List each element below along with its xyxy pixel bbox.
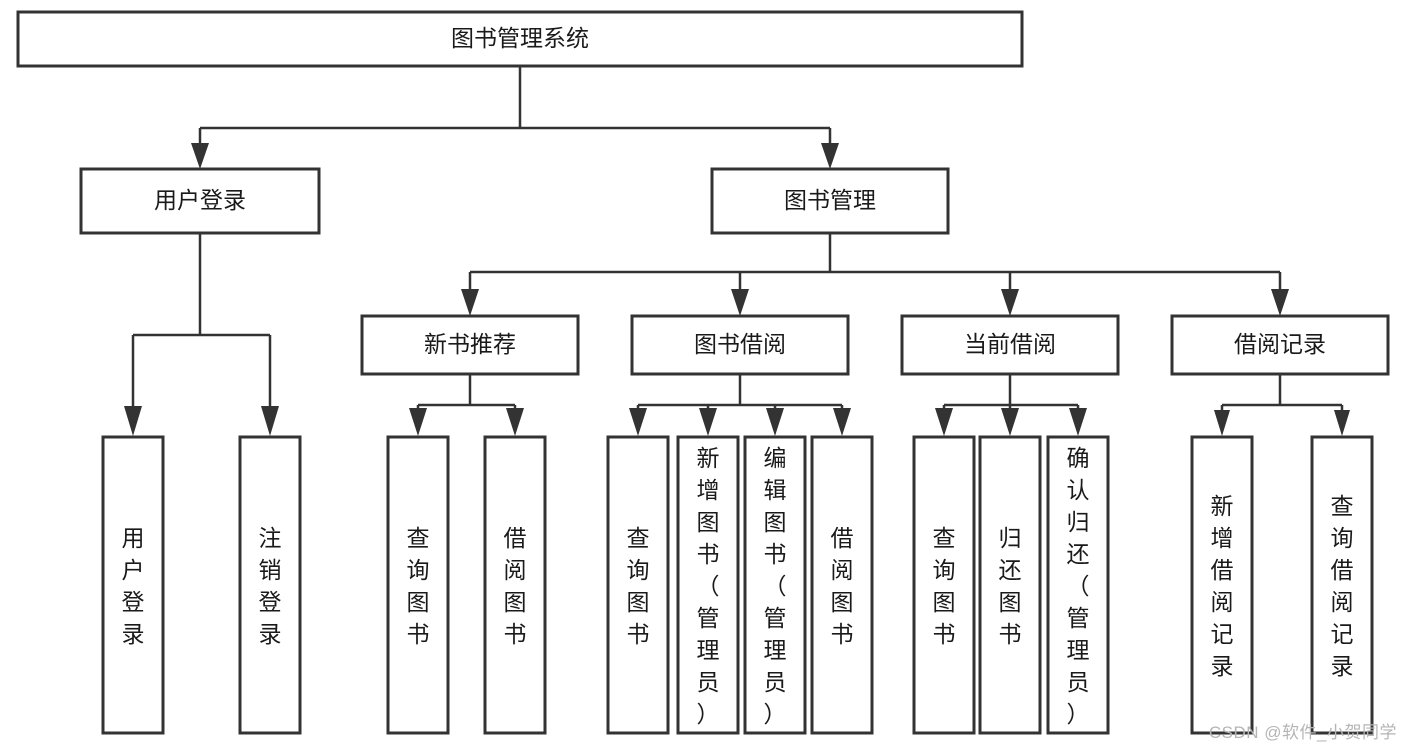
node-leaf-confirm-return-label: 确认归还（管理员） (1067, 445, 1090, 727)
arrow-head-leaf-edit-book (766, 408, 784, 436)
arrow-head-borrow-record (1271, 289, 1289, 316)
node-book-manage-label: 图书管理 (784, 187, 876, 213)
node-current-borrow-box[interactable] (900, 314, 1120, 376)
connector-group-current-borrow (935, 374, 1087, 436)
node-leaf-add-book-label: 新增图书（管理员） (697, 445, 720, 727)
node-leaf-borrow-book-1[interactable]: 借阅图书 (483, 435, 547, 735)
arrow-head-leaf-borrow-book-1 (506, 408, 524, 436)
node-leaf-add-book-box[interactable] (676, 435, 740, 735)
node-current-borrow-label: 当前借阅 (964, 331, 1056, 357)
node-book-borrow-label: 图书借阅 (694, 331, 786, 357)
node-leaf-confirm-return[interactable]: 确认归还（管理员） (1046, 435, 1110, 735)
node-leaf-query-book-3-box[interactable] (912, 435, 976, 735)
arrow-head-new-book-rec (461, 289, 479, 316)
connector-group-borrow-record (1214, 374, 1350, 436)
node-borrow-record-box[interactable] (1170, 314, 1390, 376)
arrow-head-leaf-return-book (1001, 408, 1019, 436)
node-leaf-query-book-2-label: 查询图书 (627, 525, 650, 647)
arrow-head-leaf-add-book (699, 408, 717, 436)
connector-group-root (191, 66, 839, 169)
node-leaf-borrow-book-2-box[interactable] (810, 435, 874, 735)
arrow-head-leaf-user-login (124, 406, 142, 436)
node-leaf-return-book-label: 归还图书 (999, 525, 1022, 647)
node-user-login-label: 用户登录 (154, 187, 246, 213)
node-leaf-edit-book-box[interactable] (743, 435, 807, 735)
node-book-manage[interactable]: 图书管理 (710, 167, 950, 235)
node-leaf-return-book[interactable]: 归还图书 (978, 435, 1042, 735)
node-leaf-confirm-return-box[interactable] (1046, 435, 1110, 735)
node-root[interactable]: 图书管理系统 (16, 10, 1024, 68)
node-leaf-borrow-book-2[interactable]: 借阅图书 (810, 435, 874, 735)
arrow-head-book-borrow (731, 289, 749, 316)
node-leaf-query-book-1[interactable]: 查询图书 (386, 435, 450, 735)
node-leaf-add-record[interactable]: 新增借阅记录 (1190, 435, 1254, 735)
node-book-borrow[interactable]: 图书借阅 (630, 314, 850, 376)
arrow-head-leaf-borrow-book-2 (833, 408, 851, 436)
node-leaf-query-book-3-label: 查询图书 (933, 525, 956, 647)
node-leaf-add-book[interactable]: 新增图书（管理员） (676, 435, 740, 735)
node-leaf-borrow-book-2-label: 借阅图书 (831, 525, 854, 647)
node-leaf-logout-label: 注销登录 (259, 525, 282, 647)
node-leaf-user-login-label: 用户登录 (122, 525, 145, 647)
node-borrow-record-label: 借阅记录 (1234, 331, 1326, 357)
node-leaf-query-book-1-box[interactable] (386, 435, 450, 735)
node-leaf-query-record-box[interactable] (1310, 435, 1374, 735)
node-root-label: 图书管理系统 (451, 25, 589, 51)
node-user-login[interactable]: 用户登录 (79, 167, 321, 235)
node-leaf-query-book-2[interactable]: 查询图书 (606, 435, 670, 735)
connector-group-user-login (124, 233, 279, 436)
node-current-borrow[interactable]: 当前借阅 (900, 314, 1120, 376)
node-new-book-rec[interactable]: 新书推荐 (360, 314, 580, 376)
node-leaf-return-book-box[interactable] (978, 435, 1042, 735)
connector-group-book-borrow (629, 374, 851, 436)
arrow-head-leaf-query-book-1 (409, 408, 427, 436)
node-leaf-user-login[interactable]: 用户登录 (101, 435, 165, 735)
node-leaf-add-record-label: 新增借阅记录 (1211, 493, 1234, 679)
node-leaf-query-record[interactable]: 查询借阅记录 (1310, 435, 1374, 735)
node-leaf-query-record-label: 查询借阅记录 (1331, 493, 1354, 679)
node-leaf-user-login-box[interactable] (101, 435, 165, 735)
node-new-book-rec-label: 新书推荐 (424, 331, 516, 357)
arrow-head-leaf-confirm-return (1069, 408, 1087, 436)
arrow-head-user-login (191, 143, 209, 169)
node-user-login-box[interactable] (79, 167, 321, 235)
arrow-head-leaf-logout (261, 406, 279, 436)
node-leaf-borrow-book-1-box[interactable] (483, 435, 547, 735)
arrow-head-current-borrow (1001, 289, 1019, 316)
arrow-head-leaf-add-record (1214, 410, 1230, 436)
node-book-manage-box[interactable] (710, 167, 950, 235)
csdn-watermark: CSDN @软件_小贺同学 (1208, 723, 1397, 742)
node-leaf-logout[interactable]: 注销登录 (238, 435, 302, 735)
node-new-book-rec-box[interactable] (360, 314, 580, 376)
node-leaf-borrow-book-1-label: 借阅图书 (504, 525, 527, 647)
node-root-box[interactable] (16, 10, 1024, 68)
node-leaf-add-record-box[interactable] (1190, 435, 1254, 735)
arrow-head-book-manage (821, 143, 839, 169)
node-leaf-edit-book-label: 编辑图书（管理员） (764, 445, 787, 727)
arrow-head-leaf-query-record (1334, 410, 1350, 436)
node-leaf-query-book-3[interactable]: 查询图书 (912, 435, 976, 735)
connector-group-new-book-rec (409, 374, 524, 436)
node-book-borrow-box[interactable] (630, 314, 850, 376)
connector-group-book-manage (461, 233, 1289, 316)
arrow-head-leaf-query-book-2 (629, 408, 647, 436)
node-leaf-edit-book[interactable]: 编辑图书（管理员） (743, 435, 807, 735)
node-leaf-query-book-1-label: 查询图书 (407, 525, 430, 647)
node-leaf-logout-box[interactable] (238, 435, 302, 735)
arrow-head-leaf-query-book-3 (935, 408, 953, 436)
node-borrow-record[interactable]: 借阅记录 (1170, 314, 1390, 376)
node-leaf-query-book-2-box[interactable] (606, 435, 670, 735)
